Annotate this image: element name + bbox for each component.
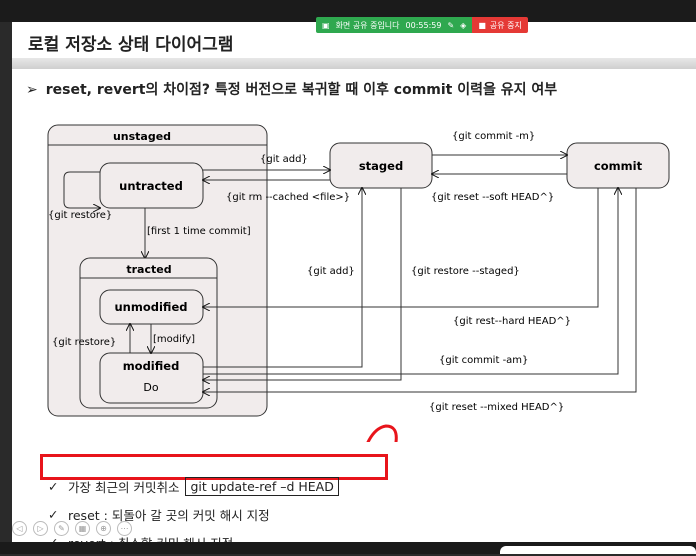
prev-slide-icon[interactable]: ◁	[12, 521, 27, 536]
edge-git-commit-m: {git commit -m}	[452, 131, 535, 142]
share-status-icon: ▣	[322, 20, 330, 30]
tracted-label: tracted	[126, 263, 171, 276]
slide-title: 로컬 저장소 상태 다이어그램	[28, 35, 234, 55]
mic-icon[interactable]: ✎	[447, 20, 455, 30]
check-icon: ✓	[48, 478, 59, 494]
unstaged-label: unstaged	[113, 130, 171, 143]
commit-label: commit	[594, 159, 643, 173]
modified-sub-label: Do	[143, 381, 158, 394]
edge-git-restore-modified: {git restore}	[52, 337, 116, 348]
bullet-arrow-icon: ➢	[26, 82, 38, 98]
edge-git-reset-hard: {git rest--hard HEAD^}	[453, 316, 571, 327]
untracted-state	[99, 162, 204, 209]
zoom-icon[interactable]: ⊕	[96, 521, 111, 536]
edge-modify: [modify]	[153, 334, 195, 345]
edge-git-rm-cached: {git rm --cached <file>}	[226, 192, 350, 203]
check-item: ✓ reset : 되돌아 갈 곳의 커밋 해시 지정	[48, 500, 339, 528]
edge-first-commit: [first 1 time commit]	[147, 226, 251, 237]
check-item: ✓ 가장 최근의 커밋취소 git update-ref –d HEAD	[48, 472, 339, 500]
staged-state	[329, 142, 433, 189]
edge-git-reset-mixed: {git reset --mixed HEAD^}	[429, 402, 564, 413]
edge-git-reset-soft: {git reset --soft HEAD^}	[431, 192, 554, 203]
top-bar	[0, 0, 696, 22]
next-slide-icon[interactable]: ▷	[33, 521, 48, 536]
screen-share-bar: ▣ 화면 공유 중입니다 00:55:59 ✎ ◈ ■ 공유 중지	[316, 17, 528, 33]
more-options-icon[interactable]: ⋯	[117, 521, 132, 536]
edge-git-commit-am: {git commit -am}	[439, 355, 528, 366]
pen-annotation	[366, 424, 398, 442]
title-divider	[12, 58, 696, 69]
edge-git-add-top: {git add}	[260, 154, 308, 165]
modified-label: modified	[123, 359, 180, 373]
share-status-label: 화면 공유 중입니다	[335, 20, 400, 30]
stop-share-button[interactable]: ■ 공유 중지	[472, 17, 528, 33]
main-bullet: ➢ reset, revert의 차이점? 특정 버전으로 복귀할 때 이후 co…	[26, 79, 557, 99]
main-bullet-text: reset, revert의 차이점? 특정 버전으로 복귀할 때 이후 com…	[45, 82, 558, 98]
bottom-panel	[500, 546, 696, 554]
edge-git-add-mid: {git add}	[307, 266, 355, 277]
slide: 로컬 저장소 상태 다이어그램 ➢ reset, revert의 차이점? 특정 …	[12, 22, 696, 551]
staged-label: staged	[359, 159, 403, 173]
state-diagram: unstaged untracted {git restore} [first …	[47, 124, 670, 442]
command-box: git update-ref –d HEAD	[185, 476, 339, 496]
untracted-label: untracted	[119, 179, 183, 193]
pen-tool-icon[interactable]: ✎	[54, 521, 69, 536]
slides-grid-icon[interactable]: ▦	[75, 521, 90, 536]
check-icon: ✓	[48, 506, 59, 522]
share-timer: 00:55:59	[405, 20, 442, 30]
unmodified-label: unmodified	[115, 300, 188, 314]
shield-icon[interactable]: ◈	[460, 20, 467, 30]
edge-git-restore-staged: {git restore --staged}	[411, 266, 520, 277]
check-item-text: reset : 되돌아 갈 곳의 커밋 해시 지정	[68, 507, 270, 523]
share-status: ▣ 화면 공유 중입니다 00:55:59 ✎ ◈	[316, 17, 473, 33]
check-item-text: 가장 최근의 커밋취소	[68, 479, 180, 495]
highlight-box	[40, 454, 388, 480]
edge-git-restore-untracted: {git restore}	[48, 210, 112, 221]
slide-nav-controls: ◁ ▷ ✎ ▦ ⊕ ⋯	[12, 521, 132, 536]
stop-icon: ■	[478, 20, 486, 30]
stop-share-label: 공유 중지	[489, 20, 522, 30]
